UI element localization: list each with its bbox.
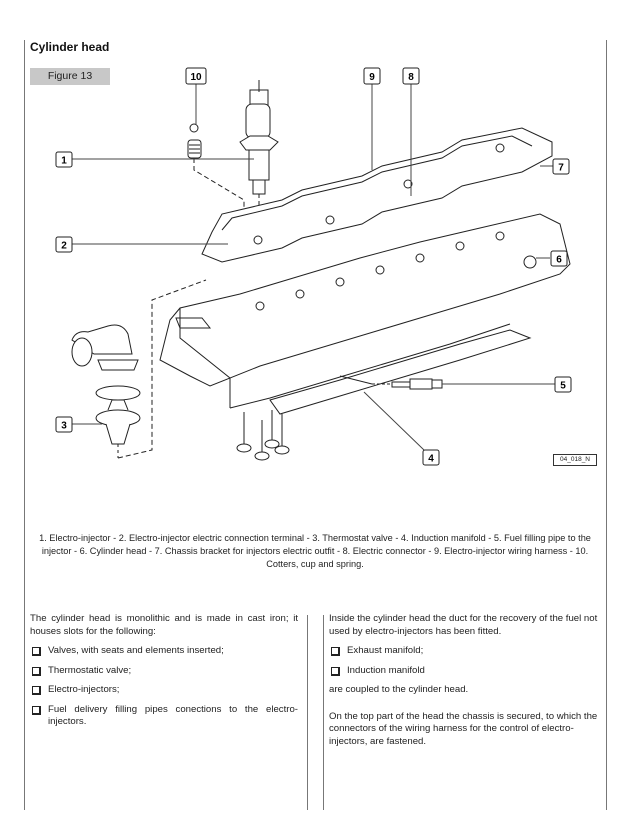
callout-9: 9 xyxy=(363,67,381,85)
electro-injector-illustration xyxy=(239,80,279,240)
list-item: Electro-injectors; xyxy=(30,684,298,697)
chassis-bracket-illustration xyxy=(201,127,553,263)
right-after-items: are coupled to the cylinder head. xyxy=(329,684,469,695)
svg-text:2: 2 xyxy=(61,241,67,252)
figure-code: 04_018_N xyxy=(553,454,597,466)
thermostat-illustration xyxy=(71,279,207,459)
right-intro: Inside the cylinder head the duct for th… xyxy=(329,613,598,637)
left-column-right-border xyxy=(307,615,308,810)
checkbox-bullet-icon xyxy=(32,647,41,656)
figure-caption: 1. Electro-injector - 2. Electro-injecto… xyxy=(39,533,591,569)
checkbox-bullet-icon xyxy=(32,705,41,715)
svg-text:5: 5 xyxy=(560,381,566,392)
induction-manifold-illustration xyxy=(269,329,532,415)
right-closing: On the top part of the head the chassis … xyxy=(329,710,598,747)
leader-line-4 xyxy=(363,391,425,451)
valves-illustration xyxy=(236,410,290,461)
figure-label: Figure 13 xyxy=(30,68,110,85)
callout-2: 2 xyxy=(55,236,73,253)
svg-text:4: 4 xyxy=(428,454,434,465)
right-column: Inside the cylinder head the duct for th… xyxy=(329,613,599,755)
list-item: Induction manifold xyxy=(329,665,599,678)
callout-5: 5 xyxy=(554,376,572,393)
left-intro: The cylinder head is monolithic and is m… xyxy=(30,613,298,637)
svg-text:8: 8 xyxy=(408,72,414,83)
callout-4: 4 xyxy=(422,449,440,466)
svg-text:6: 6 xyxy=(556,255,562,266)
checkbox-bullet-icon xyxy=(32,686,41,695)
callout-10: 10 xyxy=(185,67,207,85)
cylinder-head-exploded-diagram: 1 2 3 4 5 6 7 8 9 10 xyxy=(55,67,572,466)
svg-text:9: 9 xyxy=(369,72,375,83)
cylinder-head-illustration xyxy=(159,213,571,409)
callout-labels: 1 2 3 4 5 6 7 8 9 10 xyxy=(55,67,572,466)
callout-7: 7 xyxy=(552,158,570,175)
right-border xyxy=(606,40,607,810)
right-column-left-border xyxy=(323,615,324,810)
svg-text:1: 1 xyxy=(61,156,67,167)
list-item: Fuel delivery filling pipes conections t… xyxy=(30,704,298,729)
callout-6: 6 xyxy=(550,250,568,267)
callout-3: 3 xyxy=(55,416,73,433)
checkbox-bullet-icon xyxy=(331,666,340,676)
svg-text:7: 7 xyxy=(558,163,564,174)
right-bullet-list: Exhaust manifold; Induction manifold xyxy=(329,645,599,677)
list-item: Valves, with seats and elements inserted… xyxy=(30,645,298,658)
checkbox-bullet-icon xyxy=(331,647,340,656)
list-item: Exhaust manifold; xyxy=(329,645,599,658)
callout-8: 8 xyxy=(402,67,420,85)
checkbox-bullet-icon xyxy=(32,666,41,676)
fuel-filling-pipe-illustration xyxy=(339,375,443,390)
cotters-cup-spring-illustration xyxy=(187,123,245,220)
left-column: The cylinder head is monolithic and is m… xyxy=(30,613,298,736)
svg-text:3: 3 xyxy=(61,421,67,432)
left-border xyxy=(24,40,25,810)
callout-1: 1 xyxy=(55,151,73,168)
svg-text:10: 10 xyxy=(190,72,202,83)
section-title: Cylinder head xyxy=(30,40,110,54)
list-item: Thermostatic valve; xyxy=(30,665,298,678)
left-bullet-list: Valves, with seats and elements inserted… xyxy=(30,645,298,729)
